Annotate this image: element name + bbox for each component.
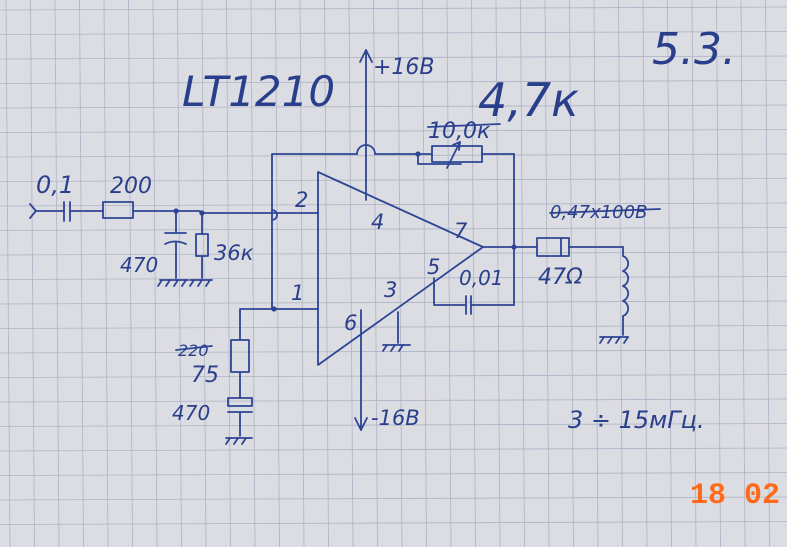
grid-line-horizontal [0,6,787,11]
grid-line-vertical [569,0,574,547]
gain-capacitor-label: 470 [172,401,210,425]
input-resistor-ground-label: 36к [214,241,254,265]
grid-line-horizontal [0,55,787,60]
grid-line-horizontal [0,178,787,182]
grid-line-vertical [275,0,280,547]
grid-line-vertical [765,0,770,547]
grid-line-vertical [471,0,476,547]
pin-6-label: 6 [344,311,357,335]
grid-line-vertical [422,0,427,547]
input-capacitor-label: 0,1 [36,171,74,199]
frequency-range-label: 3 ÷ 15мГц. [568,406,705,434]
grid-line-vertical [177,0,182,547]
feedback-resistor-crossed-label: 10,0к [428,119,491,144]
grid-line-horizontal [0,80,787,84]
grid-line-vertical [128,0,133,547]
grid-line-vertical [520,0,525,547]
grid-line-vertical [716,0,721,547]
grid-line-vertical [691,0,697,547]
grid-line-horizontal [0,300,787,305]
grid-line-vertical [30,0,35,547]
grid-line-horizontal [0,251,787,256]
pin-1-label: 1 [291,281,304,305]
grid-line-horizontal [0,521,787,525]
pin-4-label: 4 [371,210,384,234]
supply-negative-label: -16В [371,406,420,430]
output-note-crossed-label: 0,47x100В [550,202,647,223]
grid-line-vertical [642,0,648,547]
grid-line-horizontal [0,202,787,207]
feedback-resistor [431,145,483,163]
grid-line-vertical [593,0,599,547]
pin-3-label: 3 [384,278,397,302]
grid-line-vertical [79,0,84,547]
grid-line-horizontal [0,227,787,231]
grid-line-horizontal [0,472,787,476]
grid-line-vertical [201,0,207,547]
supply-positive-label: +16В [373,55,435,80]
handwritten-labels: LT1210 5.3. +16В -16В 4,7к 10,0к 0,1 200… [36,24,736,434]
gain-resistor-crossed-label: 220 [178,341,209,360]
part-number: LT1210 [182,67,335,116]
grid-line-vertical [446,0,452,547]
input-cap-ground-label: 470 [120,253,158,277]
grid-line-vertical [667,0,672,547]
grid-line-horizontal [0,276,787,280]
grid-line-horizontal [0,349,787,354]
input-resistor-label: 200 [110,174,152,199]
grid-line-vertical [740,0,746,547]
negative-supply-arrow [354,417,368,431]
grid-line-vertical [103,0,109,547]
circuit-wiring [29,49,661,445]
grid-line-horizontal [0,325,787,329]
grid-line-vertical [544,0,550,547]
grid-line-vertical [618,0,623,547]
grid-line-vertical [373,0,378,547]
grid-line-horizontal [0,31,787,35]
grid-line-horizontal [0,153,787,158]
grid-line-vertical [348,0,354,547]
pin-5-label: 5 [427,255,440,279]
grid-line-horizontal [0,447,787,452]
grid-line-vertical [226,0,231,547]
positive-supply-arrow [359,49,373,63]
grid-line-vertical [495,0,501,547]
grid-line-vertical [324,0,329,547]
date-stamp: 18 02 2 [690,479,787,513]
grid-line-vertical [5,0,11,547]
grid-line-horizontal [0,398,787,403]
pin-7-label: 7 [454,219,468,243]
grid-line-vertical [250,0,256,547]
grid-line-vertical [54,0,60,547]
pin-2-label: 2 [295,188,308,212]
bypass-capacitor-label: 0,01 [459,266,504,290]
gain-resistor-label: 75 [191,363,219,388]
op-amp-triangle [317,171,484,366]
grid-line-horizontal [0,423,787,427]
grid-line-horizontal [0,496,787,501]
feedback-resistor-label: 4,7к [478,73,579,127]
grid-line-vertical [299,0,305,547]
grid-line-vertical [152,0,158,547]
grid-line-horizontal [0,104,787,109]
grid-line-horizontal [0,129,787,133]
grid-line-horizontal [0,374,787,378]
grid-line-vertical [397,0,403,547]
page-mark: 5.3. [652,24,736,75]
output-resistor-label: 47Ω [538,265,583,290]
